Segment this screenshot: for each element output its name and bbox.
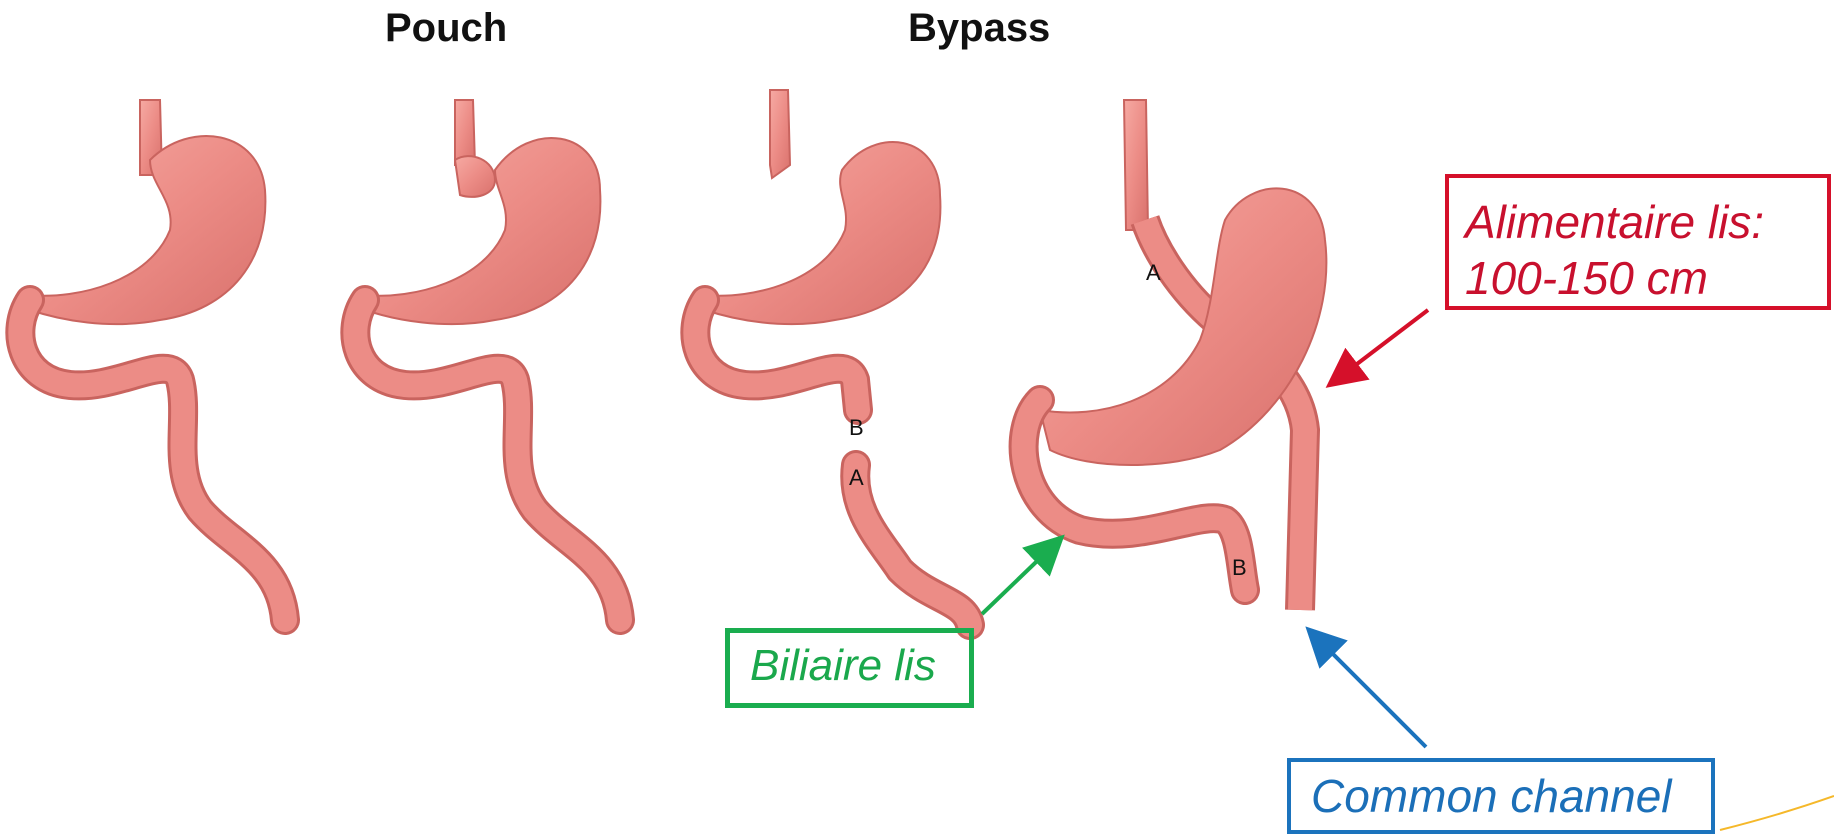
label-common-channel: Common channel (1287, 758, 1715, 834)
stomach-panel-3 (695, 90, 970, 625)
label-biliaire-lis: Biliaire lis (725, 628, 974, 708)
label-alimentaire-line1: Alimentaire lis: (1465, 194, 1827, 250)
arrow-biliaire (982, 540, 1059, 614)
marker-a-panel-3: A (849, 465, 864, 490)
accent-line (1720, 796, 1834, 830)
label-alimentaire-line2: 100-150 cm (1465, 250, 1827, 306)
arrow-common-channel (1311, 632, 1426, 747)
marker-b-panel-4: B (1232, 555, 1247, 580)
marker-a-panel-4: A (1146, 260, 1161, 285)
stomach-panel-4 (1024, 100, 1327, 610)
stomach-panel-1 (20, 100, 285, 620)
arrow-alimentaire (1332, 310, 1428, 383)
marker-b-panel-3: B (849, 415, 864, 440)
label-alimentaire-lis: Alimentaire lis: 100-150 cm (1445, 174, 1831, 310)
stomach-panel-2 (355, 100, 620, 620)
